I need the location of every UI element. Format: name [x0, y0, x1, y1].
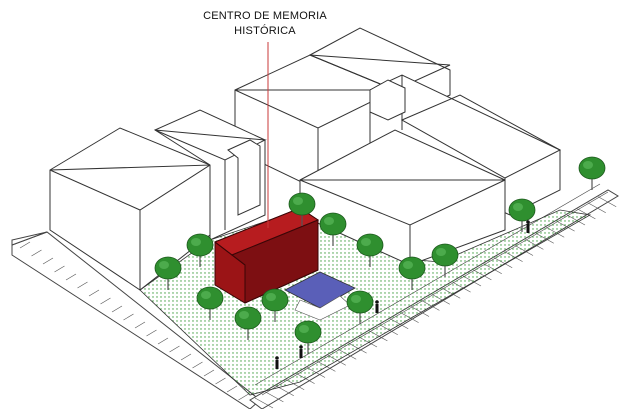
- memory-center-building: [213, 207, 320, 304]
- person-icon: [299, 345, 303, 358]
- person-icon: [275, 356, 279, 369]
- tree-icon: [319, 212, 347, 246]
- tree-icon: [578, 156, 606, 190]
- background-buildings: [49, 27, 562, 291]
- callout-line-2: HISTÓRICA: [234, 25, 296, 37]
- tree-icon: [196, 286, 224, 320]
- street-hatching-left: [19, 241, 249, 401]
- callout-line-1: CENTRO DE MEMORIA: [203, 10, 327, 22]
- tree-icon: [186, 233, 214, 267]
- person-icon: [526, 220, 530, 233]
- tree-icon: [508, 198, 536, 232]
- tree-icon: [288, 192, 316, 226]
- trees-group: [154, 156, 606, 354]
- tree-icon: [398, 256, 426, 290]
- people-group: [275, 220, 530, 369]
- tree-icon: [261, 288, 289, 322]
- tree-icon: [346, 290, 374, 324]
- tree-icon: [234, 306, 262, 340]
- tree-icon: [431, 243, 459, 277]
- plaza-pool: [284, 271, 356, 309]
- tree-icon: [294, 320, 322, 354]
- person-icon: [375, 300, 379, 313]
- building-callout: CENTRO DE MEMORIA HISTÓRICA: [150, 9, 380, 39]
- tree-icon: [356, 233, 384, 267]
- tree-icon: [154, 256, 182, 290]
